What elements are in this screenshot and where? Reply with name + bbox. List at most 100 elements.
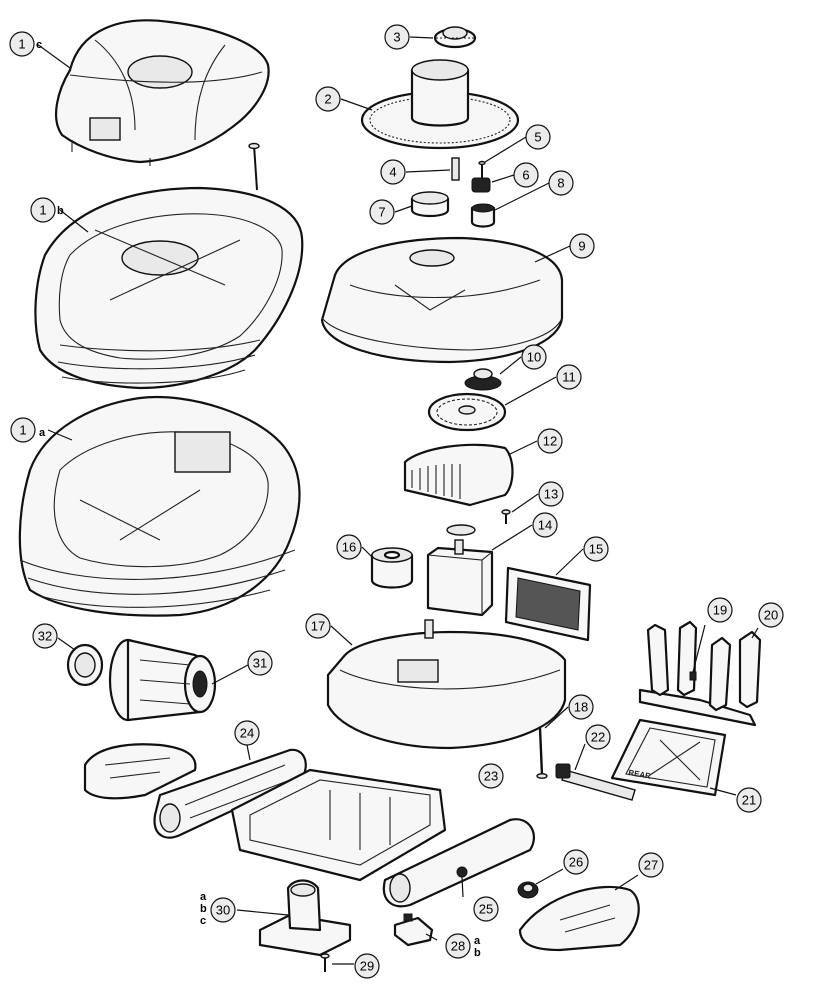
part-end-cap-right: [518, 885, 640, 952]
part-motor-block: [426, 539, 494, 617]
callout-20: 20: [758, 602, 784, 628]
callout-3-number: 3: [393, 30, 400, 45]
callout-28: 28 a b: [445, 933, 481, 959]
part-pin: [451, 157, 460, 181]
callout-22-number: 22: [591, 730, 605, 745]
callout-3: 3: [384, 24, 410, 50]
part-side-rail-right: [382, 818, 536, 908]
callout-32-number: 32: [38, 629, 52, 644]
callout-31: 31: [247, 650, 273, 676]
callout-25-number: 25: [479, 902, 493, 917]
part-knob: [517, 881, 539, 899]
callout-17: 17: [305, 613, 331, 639]
callout-18: 18: [568, 694, 594, 720]
part-clip: [393, 913, 434, 947]
callout-21: 21: [736, 787, 762, 813]
callout-28-number: 28: [451, 939, 465, 954]
callout-11: 11: [556, 364, 582, 390]
part-rear-panel: REAR: [610, 718, 727, 797]
callout-1b-suffix: b: [57, 205, 64, 217]
part-top-cover: [54, 19, 270, 166]
callout-13: 13: [538, 481, 564, 507]
callout-1c-suffix: c: [36, 39, 42, 51]
leader-lines: [36, 36, 759, 965]
callout-18-number: 18: [574, 700, 588, 715]
callout-7-number: 7: [378, 205, 385, 220]
callout-6: 6: [513, 162, 539, 188]
callout-4-number: 4: [389, 165, 396, 180]
callout-25: 25: [473, 896, 499, 922]
callout-9-number: 9: [578, 239, 585, 254]
callout-15: 15: [583, 536, 609, 562]
callout-30-prefix-b: b: [200, 903, 207, 915]
part-axle-rod: [555, 763, 636, 801]
callout-29: 29: [354, 953, 380, 979]
part-side-rail-left: [153, 748, 307, 839]
part-center-tray: [230, 768, 447, 882]
callout-8-number: 8: [557, 176, 564, 191]
part-filter-screen: [504, 566, 592, 642]
callout-30: 30 a b c: [200, 891, 236, 927]
part-impeller-disc: [427, 392, 507, 432]
part-middle-frame: [34, 186, 304, 390]
callout-16-number: 16: [342, 540, 356, 555]
callout-12-number: 12: [543, 434, 557, 449]
rear-panel-text: REAR: [628, 768, 652, 781]
callout-21-number: 21: [742, 793, 756, 808]
part-mount-bracket: [258, 879, 352, 957]
part-base-housing: [326, 619, 567, 750]
callout-24: 24: [234, 720, 260, 746]
callout-12: 12: [537, 428, 563, 454]
part-long-screw: [536, 727, 548, 779]
callout-30-prefix-c: c: [200, 915, 206, 927]
callout-27-number: 27: [644, 858, 658, 873]
callout-24-number: 24: [240, 726, 254, 741]
callout-6-number: 6: [522, 168, 529, 183]
callout-1a: 1 a: [10, 417, 46, 443]
callout-22: 22: [585, 724, 611, 750]
callout-2: 2: [315, 86, 341, 112]
part-o-ring: [446, 524, 476, 536]
callout-28-suffix-b: b: [474, 947, 481, 959]
callout-1a-suffix: a: [39, 427, 46, 439]
part-forked-bracket: [638, 620, 762, 727]
part-gear-stack: [464, 368, 502, 391]
callout-4: 4: [380, 159, 406, 185]
part-drive-wheel: [108, 638, 217, 722]
part-ring: [410, 191, 450, 218]
part-cylinder-small: [470, 203, 496, 228]
callout-19-number: 19: [713, 603, 727, 618]
callout-28-suffix-a: a: [474, 935, 481, 947]
callout-1a-number: 1: [19, 423, 26, 438]
callout-17-number: 17: [311, 619, 325, 634]
callout-5: 5: [525, 124, 551, 150]
callout-15-number: 15: [589, 542, 603, 557]
part-screw-13: [501, 509, 511, 524]
callout-32: 32: [32, 623, 58, 649]
part-screw-29: [320, 953, 330, 972]
part-bottom-body: [18, 396, 301, 617]
callout-26-number: 26: [569, 855, 583, 870]
callout-1c: 1 c: [9, 31, 42, 57]
callout-10-number: 10: [527, 350, 541, 365]
part-bushing: [471, 177, 491, 193]
callout-9: 9: [569, 233, 595, 259]
callout-7: 7: [369, 199, 395, 225]
part-large-gear: [360, 59, 520, 150]
callout-14: 14: [532, 512, 558, 538]
part-motor-housing-top: [320, 236, 564, 364]
callout-1b: 1 b: [30, 197, 64, 223]
part-end-cap-left: [83, 743, 197, 800]
callout-23: 23: [478, 763, 504, 789]
callout-20-number: 20: [764, 608, 778, 623]
callout-2-number: 2: [324, 92, 331, 107]
callout-13-number: 13: [544, 487, 558, 502]
part-small-gear: [433, 26, 477, 49]
callout-30-number: 30: [216, 903, 230, 918]
callout-14-number: 14: [538, 518, 552, 533]
callout-8: 8: [548, 170, 574, 196]
part-motor-cover: [403, 443, 514, 507]
callout-26: 26: [563, 849, 589, 875]
